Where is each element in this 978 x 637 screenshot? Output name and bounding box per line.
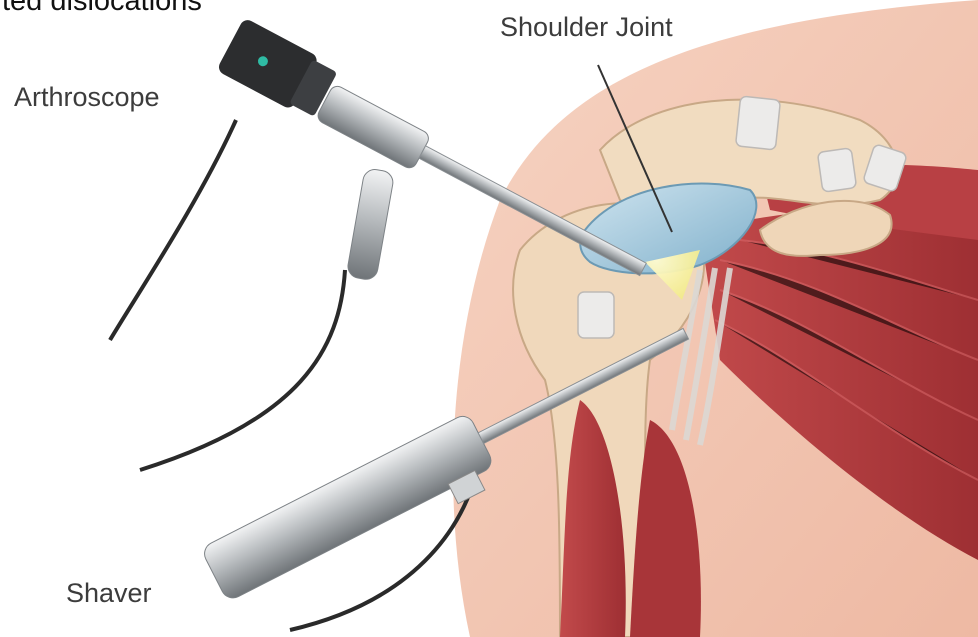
label-arthroscope: Arthroscope: [14, 84, 160, 111]
ligament-band: [817, 148, 856, 192]
label-shoulder-joint: Shoulder Joint: [500, 14, 673, 41]
page-heading: ted dislocations: [2, 0, 202, 16]
ligament-band: [578, 292, 614, 338]
ligament-band: [735, 96, 780, 150]
label-shaver: Shaver: [66, 580, 152, 607]
